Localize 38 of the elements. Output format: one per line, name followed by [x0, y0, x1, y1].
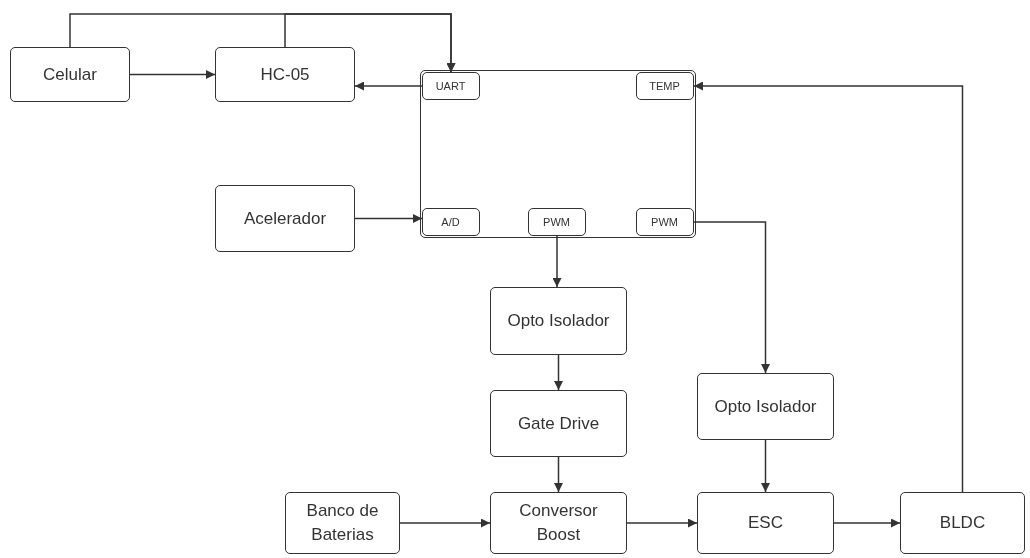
block-label: HC-05	[259, 63, 311, 86]
arrow	[761, 439, 770, 493]
block-label: ESC	[747, 512, 784, 534]
arrow	[626, 518, 698, 528]
block-box	[490, 492, 627, 554]
arrow	[554, 354, 563, 391]
block-label: BLDC	[938, 512, 987, 534]
block-box	[490, 287, 627, 355]
block-box	[697, 492, 834, 554]
block-label: Banco de Baterias	[305, 500, 380, 546]
port-box	[421, 71, 480, 100]
port-box	[635, 71, 694, 100]
arrow	[833, 518, 901, 528]
arrow	[399, 518, 491, 528]
block-box	[697, 373, 834, 440]
block-label: Celular	[42, 63, 98, 86]
block-label: TEMP	[648, 78, 681, 93]
block-label: Gate Drive	[516, 412, 601, 435]
port-box	[421, 207, 480, 236]
port-box	[635, 207, 694, 236]
block-box	[215, 185, 355, 252]
block-label: Conversor Boost	[518, 500, 599, 546]
block-label: Opto Isolador	[506, 310, 611, 332]
block-label: Acelerador	[242, 207, 328, 230]
block-label: A/D	[440, 214, 461, 229]
block-box	[215, 47, 355, 102]
block-label: Opto Isolador	[713, 395, 818, 418]
block-label: PWM	[650, 214, 679, 229]
block-label: UART	[434, 78, 467, 93]
block-box	[285, 492, 400, 554]
block-box	[10, 47, 130, 102]
port-box	[527, 207, 586, 236]
arrow	[129, 70, 216, 79]
block-box	[490, 390, 627, 457]
block-label: PWM	[542, 214, 571, 229]
microcontroller-box	[420, 70, 696, 238]
arrow	[554, 456, 563, 493]
block-box	[900, 492, 1025, 554]
